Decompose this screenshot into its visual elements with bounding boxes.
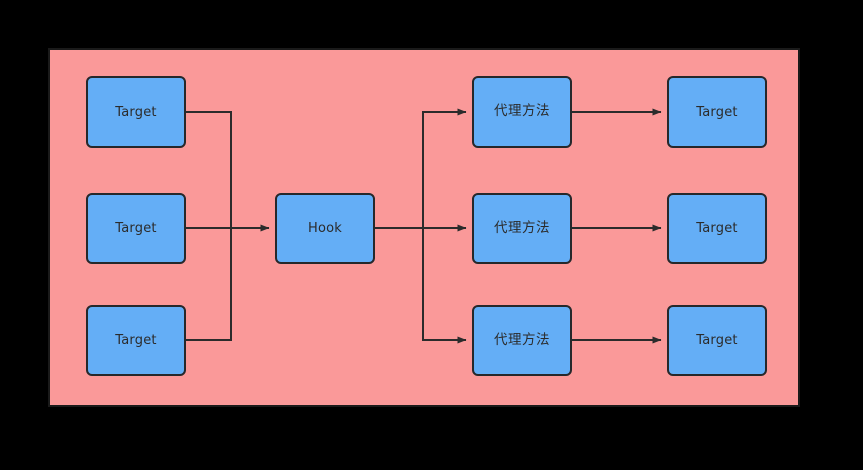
node-label: 代理方法 xyxy=(494,103,550,120)
node-label: Target xyxy=(115,104,157,120)
node-label: Target xyxy=(696,104,738,120)
node-proxy-method-1[interactable]: 代理方法 xyxy=(472,76,572,148)
node-target-in-3[interactable]: Target xyxy=(86,305,186,376)
node-label: Target xyxy=(115,221,157,236)
node-target-out-1[interactable]: Target xyxy=(667,76,767,148)
node-proxy-method-2[interactable]: 代理方法 xyxy=(472,193,572,264)
node-label: Target xyxy=(115,333,157,348)
node-label: 代理方法 xyxy=(494,219,550,236)
node-target-in-2[interactable]: Target xyxy=(86,193,186,264)
node-label: Target xyxy=(696,333,738,348)
node-target-out-2[interactable]: Target xyxy=(667,193,767,264)
node-label: Hook xyxy=(307,221,342,236)
node-label: 代理方法 xyxy=(494,331,550,348)
node-target-in-1[interactable]: Target xyxy=(86,76,186,148)
node-proxy-method-3[interactable]: 代理方法 xyxy=(472,305,572,376)
node-label: Target xyxy=(696,221,738,236)
node-target-out-3[interactable]: Target xyxy=(667,305,767,376)
node-hook[interactable]: Hook xyxy=(275,193,375,264)
